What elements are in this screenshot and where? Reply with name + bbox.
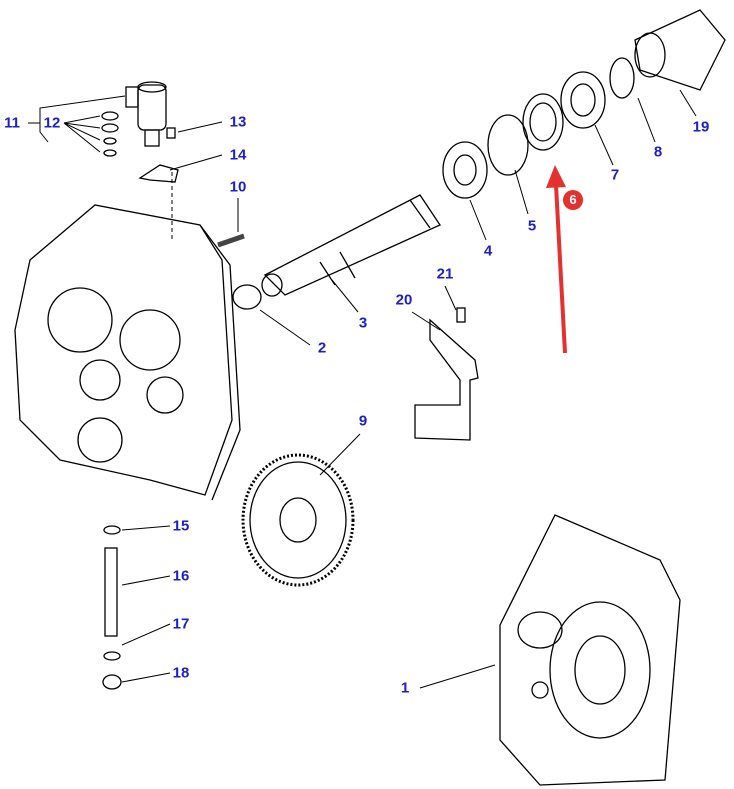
solenoid-valve — [125, 81, 167, 147]
callout-18[interactable]: 18 — [172, 664, 190, 682]
callout-5[interactable]: 5 — [527, 217, 537, 235]
callout-4[interactable]: 4 — [483, 242, 493, 260]
bolt-13 — [166, 127, 176, 139]
nut-7 — [560, 71, 606, 129]
cover-19 — [634, 9, 726, 91]
callout-8[interactable]: 8 — [653, 143, 663, 161]
plug-18 — [102, 674, 122, 690]
leader-lines — [28, 89, 697, 689]
callout-9[interactable]: 9 — [358, 412, 368, 430]
callout-6-highlighted[interactable]: 6 — [563, 190, 583, 210]
ring-8 — [609, 57, 635, 99]
housing-left — [14, 204, 241, 501]
gear-9 — [241, 453, 355, 587]
callout-7[interactable]: 7 — [610, 166, 620, 184]
callout-10[interactable]: 10 — [229, 178, 247, 196]
callout-16[interactable]: 16 — [172, 567, 190, 585]
callout-17[interactable]: 17 — [172, 615, 190, 633]
bracket-20 — [414, 318, 479, 441]
callout-11[interactable]: 11 — [4, 114, 20, 132]
stud-10 — [217, 233, 245, 248]
bearing-4 — [442, 141, 488, 199]
pin-16 — [104, 547, 118, 637]
callout-2[interactable]: 2 — [317, 339, 327, 357]
callout-1[interactable]: 1 — [400, 679, 410, 697]
highlight-arrow — [546, 165, 567, 354]
snap-ring-2 — [232, 284, 262, 310]
shift-fork-14 — [138, 164, 179, 183]
callout-14[interactable]: 14 — [229, 146, 247, 164]
o-ring-5 — [487, 114, 529, 176]
o-ring-15 — [103, 525, 121, 535]
o-rings-12 — [101, 111, 119, 157]
o-ring-17 — [103, 651, 121, 661]
callout-19[interactable]: 19 — [692, 118, 710, 136]
callout-21[interactable]: 21 — [436, 265, 454, 283]
callout-13[interactable]: 13 — [229, 113, 247, 131]
bolt-21 — [456, 307, 466, 323]
callout-12[interactable]: 12 — [43, 114, 61, 132]
callout-20[interactable]: 20 — [395, 291, 413, 309]
callout-3[interactable]: 3 — [358, 314, 368, 332]
seal-6 — [522, 93, 564, 151]
callout-15[interactable]: 15 — [172, 517, 190, 535]
assembly-1 — [499, 514, 681, 786]
shaft-3 — [261, 194, 441, 297]
